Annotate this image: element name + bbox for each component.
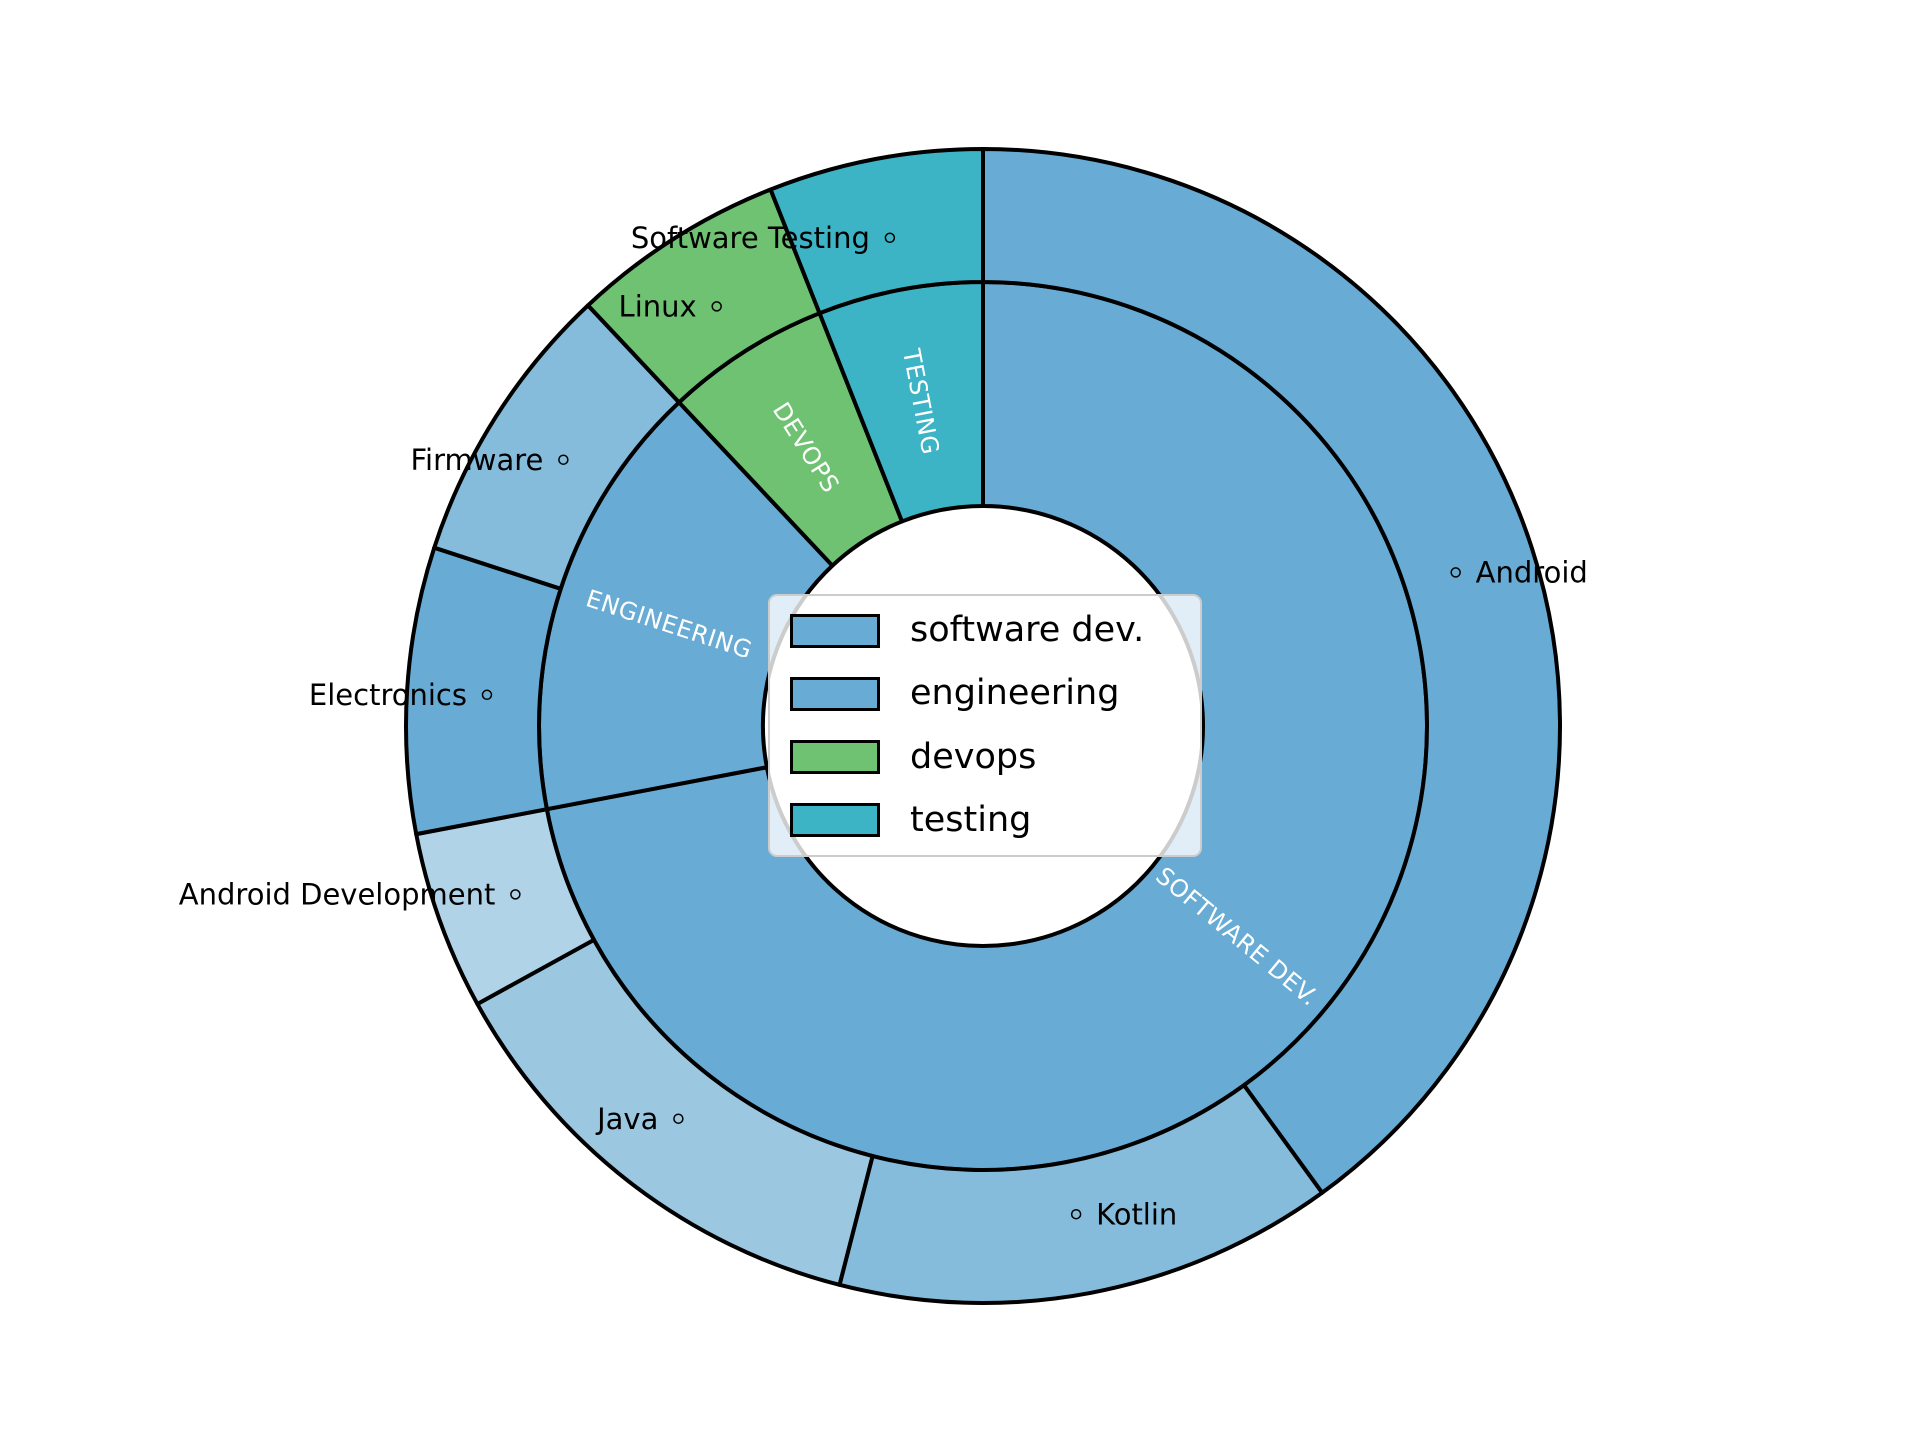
outer-ring-label-android: Android xyxy=(1476,556,1588,590)
legend-row-devops: devops xyxy=(790,736,1180,777)
legend-swatch-software-dev xyxy=(790,613,880,648)
outer-ring-label-kotlin: Kotlin xyxy=(1096,1197,1177,1231)
legend: software dev. engineering devops testing xyxy=(768,594,1202,857)
java-label-marker-icon xyxy=(673,1113,684,1124)
outer-label-java: Java xyxy=(595,1102,684,1136)
legend-swatch-testing xyxy=(790,803,880,838)
outer-label-electronics: Electronics xyxy=(309,678,493,712)
legend-row-software-dev: software dev. xyxy=(790,613,1180,648)
outer-label-linux: Linux xyxy=(619,290,722,324)
outer-label-android: Android xyxy=(1450,556,1588,590)
legend-row-engineering: engineering xyxy=(790,676,1180,711)
outer-ring-label-electronics: Electronics xyxy=(309,678,467,712)
firmware-label-marker-icon xyxy=(558,454,569,465)
linux-label-marker-icon xyxy=(711,301,722,312)
legend-label: software dev. xyxy=(910,610,1145,650)
legend-row-testing: testing xyxy=(790,799,1180,840)
outer-ring-label-firmware: Firmware xyxy=(410,443,543,477)
outer-label-software-testing: Software Testing xyxy=(631,221,896,255)
legend-swatch-engineering xyxy=(790,676,880,711)
outer-label-kotlin: Kotlin xyxy=(1070,1197,1177,1231)
outer-label-firmware: Firmware xyxy=(410,443,569,477)
kotlin-label-marker-icon xyxy=(1070,1208,1082,1220)
electronics-label-marker-icon xyxy=(481,689,493,701)
wedge-outer-software-testing xyxy=(768,147,985,316)
legend-label: engineering xyxy=(910,673,1120,714)
outer-label-android-development: Android Development xyxy=(179,878,521,912)
legend-label: devops xyxy=(910,736,1037,777)
legend-swatch-devops xyxy=(790,740,880,775)
outer-ring-label-android-development: Android Development xyxy=(179,878,496,912)
outer-ring-label-java: Java xyxy=(595,1102,658,1136)
android-label-marker-icon xyxy=(1450,567,1461,578)
wedge-outer-android xyxy=(981,147,1562,1195)
android-development-label-marker-icon xyxy=(510,889,521,900)
outer-ring-label-software-testing: Software Testing xyxy=(631,221,870,255)
legend-label: testing xyxy=(910,799,1032,840)
wedges-layer xyxy=(404,147,1562,1305)
software-testing-label-marker-icon xyxy=(884,232,896,244)
outer-ring-label-linux: Linux xyxy=(619,290,697,324)
